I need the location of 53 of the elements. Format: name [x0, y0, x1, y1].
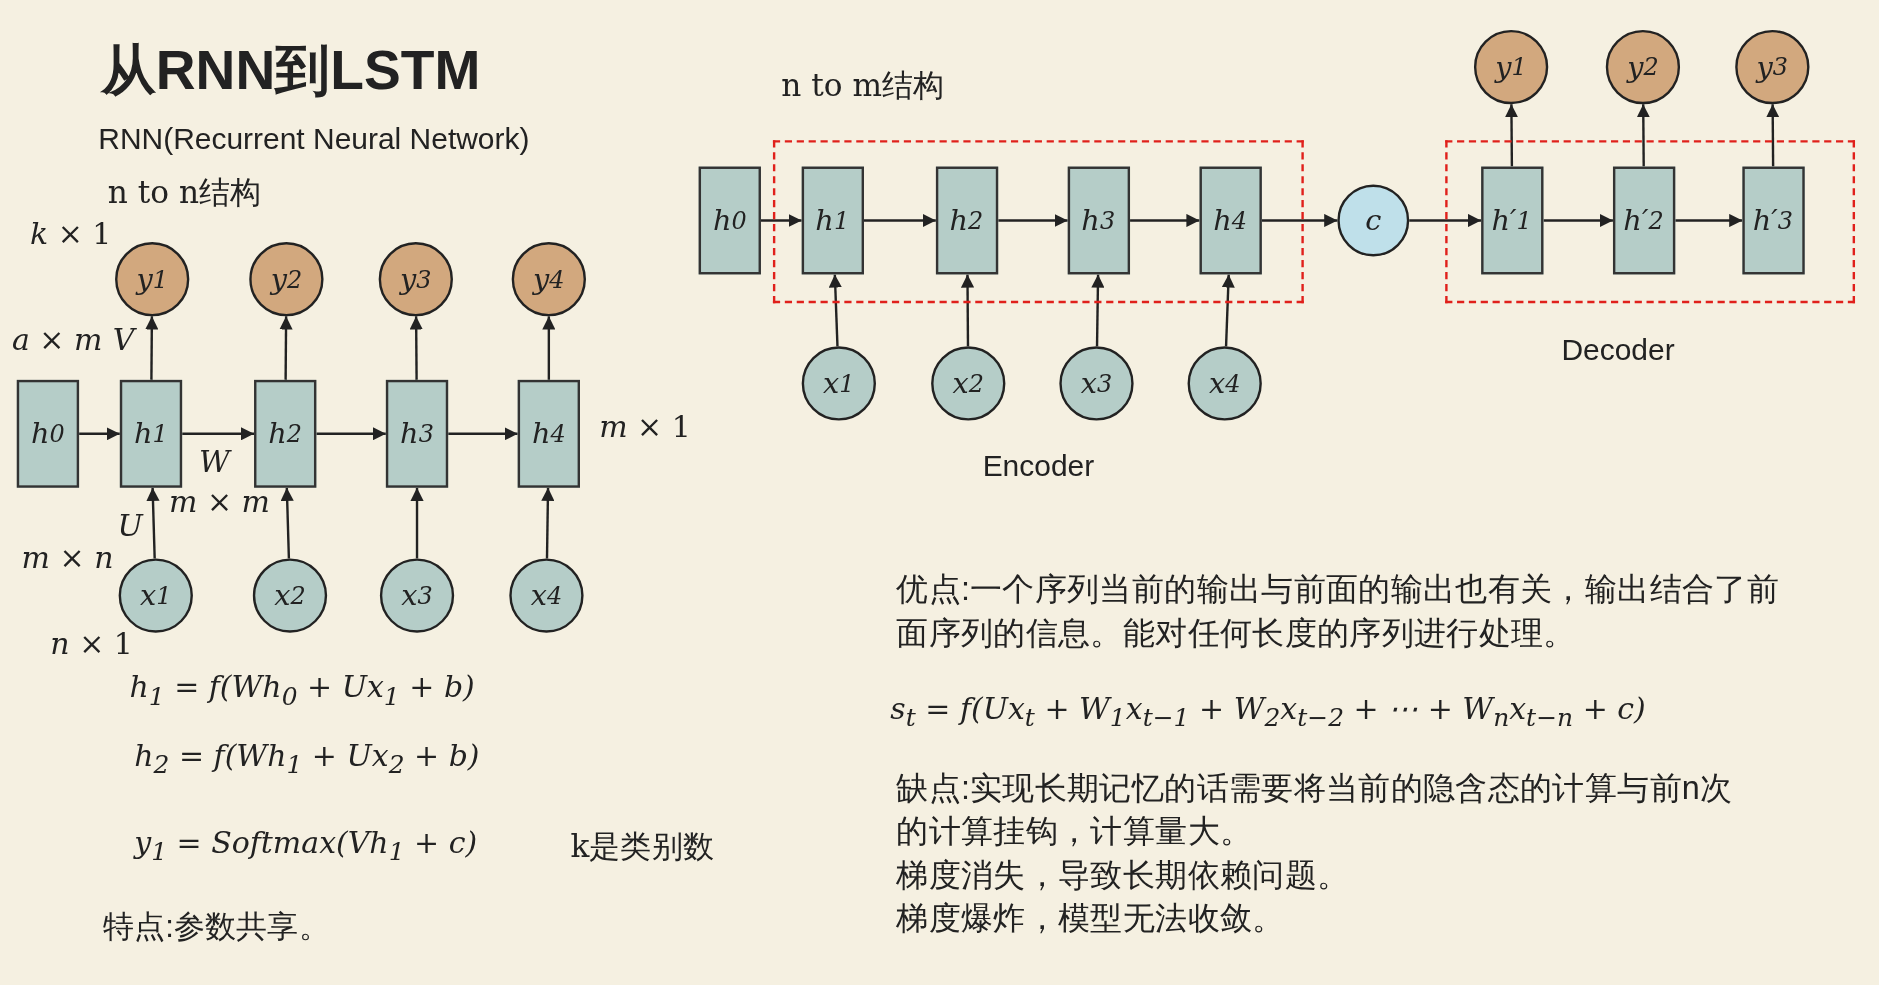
formula: y$_{1}$ = Softmax(Vh$_{1}$ + c): [134, 825, 478, 867]
arrow: [1091, 274, 1105, 347]
arrow: [1261, 213, 1338, 228]
arrow: [1221, 274, 1235, 347]
arrow: [410, 487, 424, 559]
arrow: [1504, 104, 1519, 167]
structure-label: n to n结构: [107, 172, 262, 212]
arrow: [998, 213, 1068, 228]
note-text: k是类别数: [570, 827, 714, 866]
dimension-label: m × n: [21, 540, 114, 576]
arrow: [279, 316, 293, 380]
matrix-label: V: [112, 322, 135, 358]
note-text: 缺点:实现长期记忆的话需要将当前的隐含态的计算与前n次的计算挂钩，计算量大。: [896, 769, 1734, 852]
matrix-label: U: [117, 508, 143, 543]
arrow: [1130, 213, 1200, 228]
note-text: 优点:一个序列当前的输出与前面的输出也有关，输出结合了前面序列的信息。能对任何长度的序列进行处理。: [896, 570, 1780, 653]
arrow: [146, 487, 160, 559]
structure-label: n to m结构: [781, 66, 945, 106]
dimension-label: m × 1: [599, 409, 691, 445]
arrow: [145, 316, 159, 380]
arrow: [409, 316, 423, 380]
arrow: [280, 487, 294, 559]
arrow: [1636, 104, 1650, 167]
arrow: [182, 427, 255, 441]
arrow: [960, 274, 975, 347]
arrow: [1675, 213, 1743, 228]
dimension-label: k × 1: [29, 216, 112, 252]
matrix-label: W: [198, 444, 230, 480]
arrow: [828, 274, 842, 347]
arrow: [1543, 213, 1613, 228]
note-text: 梯度消失，导致长期依赖问题。: [896, 855, 1350, 895]
dimension-label: a × m: [12, 322, 103, 358]
arrow: [448, 427, 518, 441]
state-circle: c: [1337, 184, 1410, 257]
formula: h$_{1}$ = f(Wh$_{0}$ + Ux$_{1}$ + b): [129, 669, 475, 711]
arrow: [864, 213, 936, 228]
section-label: Encoder: [982, 448, 1095, 483]
arrow: [760, 213, 802, 228]
section-label: Decoder: [1561, 331, 1675, 367]
arrow: [79, 427, 120, 441]
arrow: [316, 427, 386, 441]
formula: h$_{2}$ = f(Wh$_{1}$ + Ux$_{2}$ + b): [134, 738, 480, 779]
arrow: [1766, 104, 1780, 167]
arrow: [1409, 213, 1482, 228]
arrow: [542, 316, 556, 380]
subtitle: RNN(Recurrent Neural Network): [98, 121, 530, 156]
arrow: [541, 487, 555, 559]
dashed-frame: [1445, 140, 1856, 304]
dashed-frame: [772, 140, 1304, 304]
heading: 从RNN到LSTM: [100, 37, 481, 103]
note-text: 特点:参数共享。: [103, 907, 330, 947]
formula: s$_{t}$ = f(Ux$_{t}$ + W$_{1}$x$_{t−1}$ + W$_{2}$x$_{t−2}$ + ⋯ + W$_{n}$x$_{t−n}$ + c): [890, 691, 1646, 733]
note-text: 梯度爆炸，模型无法收敛。: [896, 898, 1285, 938]
